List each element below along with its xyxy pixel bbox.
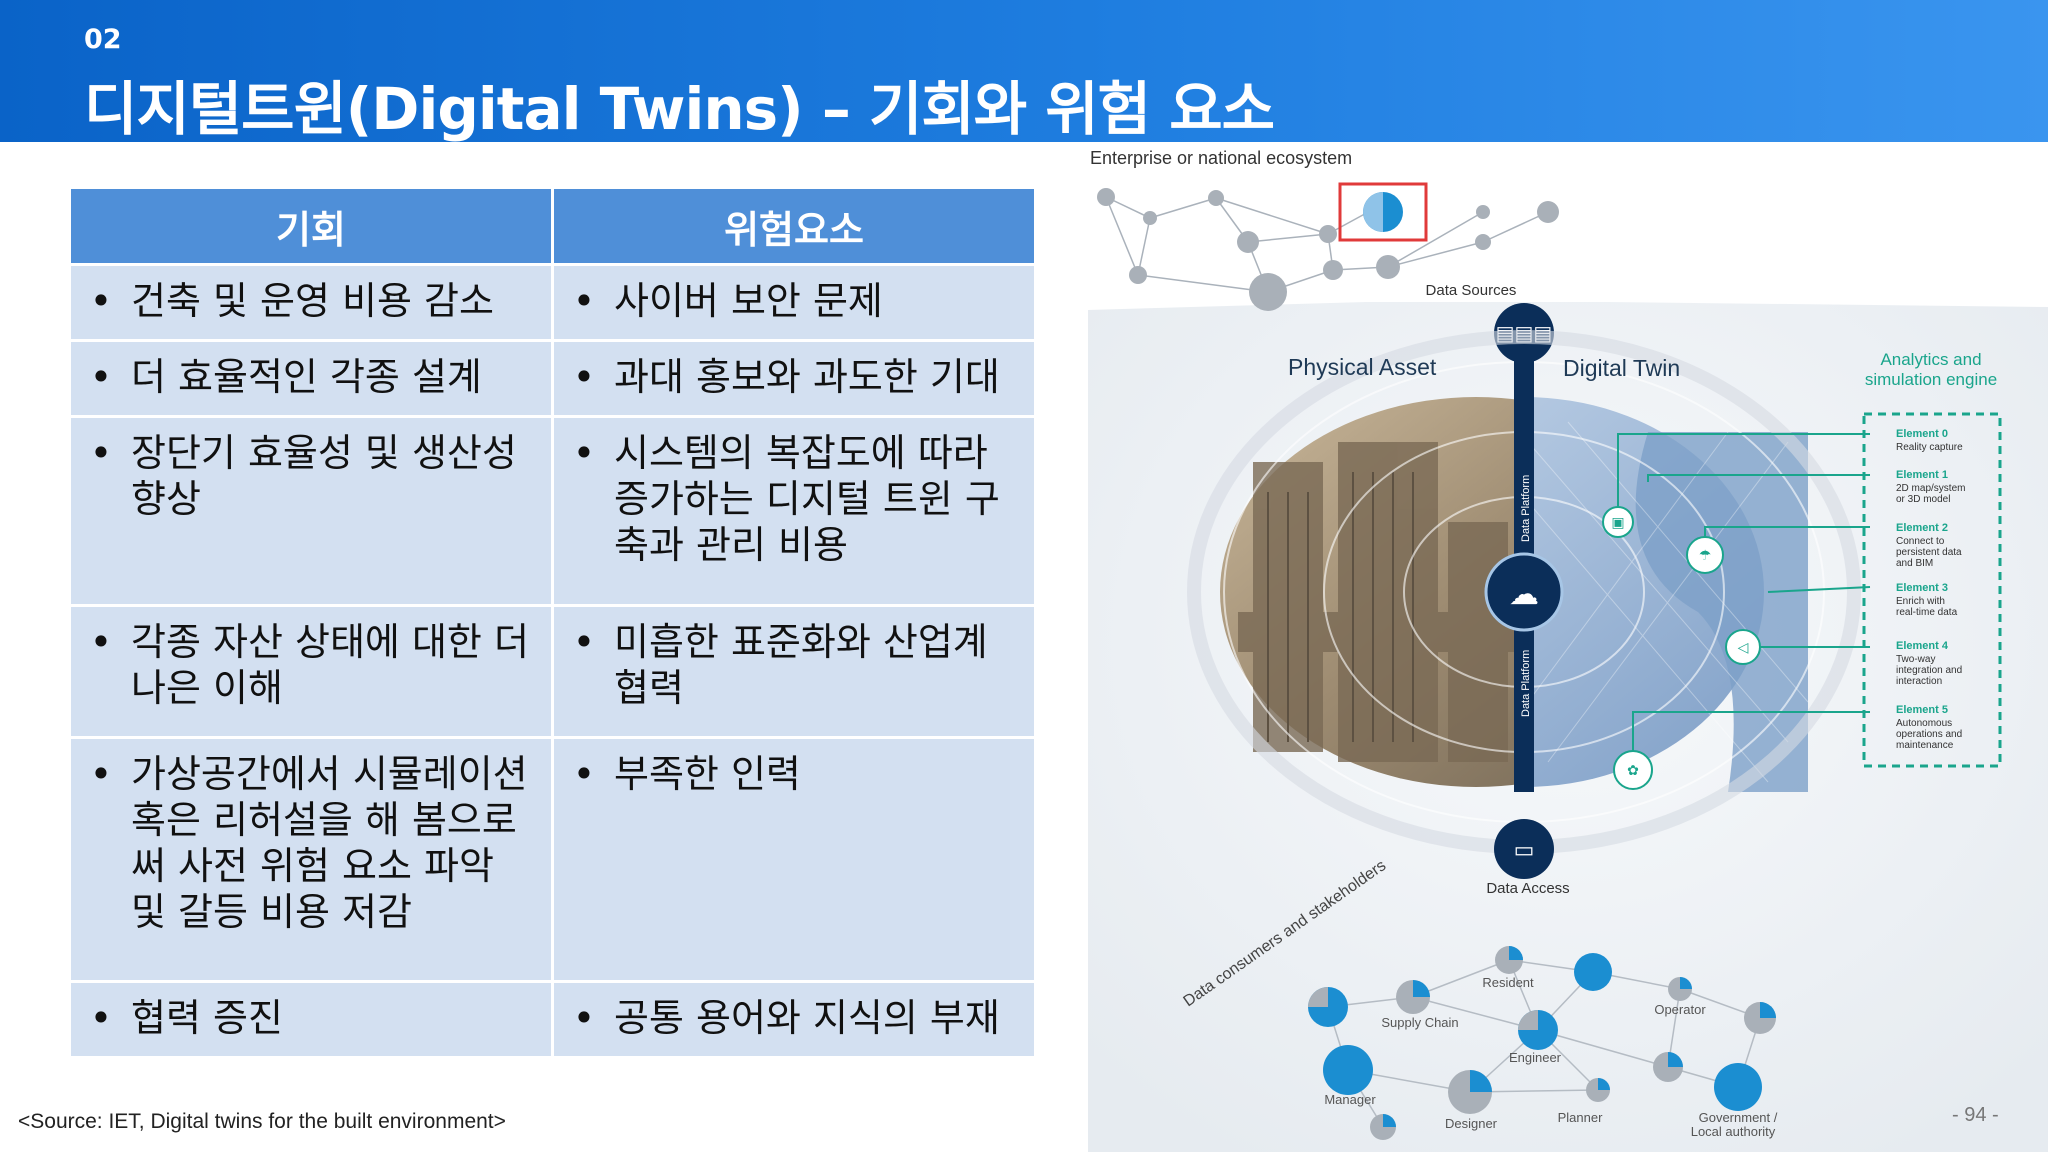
element-desc: Autonomous: [1896, 718, 1952, 729]
table-row: •각종 자산 상태에 대한 더 나은 이해 •미흡한 표준화와 산업계 협력: [68, 604, 1037, 739]
data-sources-label: Data Sources: [1426, 282, 1517, 299]
opportunity-cell: •협력 증진: [68, 980, 554, 1059]
monitor-icon: ▭: [1514, 837, 1535, 862]
highlight-box: [1338, 182, 1428, 242]
data-access-node: [1494, 819, 1554, 879]
stakeholder-label: Government /: [1699, 1110, 1778, 1125]
element-desc: 2D map/system: [1896, 483, 1965, 494]
cloud-lock-icon: ☁: [1509, 578, 1539, 611]
opportunity-cell: •더 효율적인 각종 설계: [68, 339, 554, 418]
slide-number: 02: [84, 24, 122, 55]
risk-cell: •사이버 보안 문제: [551, 263, 1037, 342]
risk-cell: •시스템의 복잡도에 따라 증가하는 디지털 트윈 구축과 관리 비용: [551, 415, 1037, 607]
opportunity-cell: •가상공간에서 시뮬레이션 혹은 리허설을 해 봄으로써 사전 위험 요소 파악…: [68, 736, 554, 983]
element-icons: [1602, 506, 1761, 790]
risk-cell: •과대 홍보와 과도한 기대: [551, 339, 1037, 418]
ecosystem-label: Enterprise or national ecosystem: [1090, 148, 1352, 168]
cell-text: 미흡한 표준화와 산업계 협력: [614, 620, 988, 710]
stakeholder-label: Resident: [1482, 975, 1534, 990]
stakeholder-label: Operator: [1654, 1002, 1706, 1017]
table-row: •장단기 효율성 및 생산성 향상 •시스템의 복잡도에 따라 증가하는 디지털…: [68, 415, 1037, 607]
physical-asset-label: Physical Asset: [1288, 354, 1437, 380]
element-name: Element 2: [1896, 522, 1948, 534]
stakeholder-label: Manager: [1324, 1092, 1376, 1107]
data-platform-label-top: Data Platform: [1520, 475, 1532, 542]
table-row: •건축 및 운영 비용 감소 •사이버 보안 문제: [68, 263, 1037, 342]
cell-text: 공통 용어와 지식의 부재: [614, 996, 1000, 1040]
element-desc: integration and: [1896, 665, 1962, 676]
cloud-node: [1484, 552, 1564, 632]
stakeholder-labels: Resident Supply Chain Operator Engineer …: [1324, 975, 1777, 1139]
risk-cell: •공통 용어와 지식의 부재: [551, 980, 1037, 1059]
element-name: Element 5: [1896, 704, 1948, 716]
page-number: - 94 -: [1952, 1104, 1999, 1126]
cell-text: 시스템의 복잡도에 따라 증가하는 디지털 트윈 구축과 관리 비용: [614, 431, 1000, 567]
element-desc: persistent data: [1896, 547, 1962, 558]
analytics-engine-box: [1862, 412, 2002, 768]
header-risk: 위험요소: [551, 186, 1037, 266]
element-name: Element 1: [1896, 469, 1948, 481]
digital-twin-label: Digital Twin: [1563, 355, 1680, 381]
cell-text: 사이버 보안 문제: [614, 279, 883, 323]
data-platform-label-bottom: Data Platform: [1520, 650, 1532, 717]
element-desc: maintenance: [1896, 740, 1954, 751]
svg-text:☂: ☂: [1699, 547, 1712, 563]
risk-cell: •미흡한 표준화와 산업계 협력: [551, 604, 1037, 739]
element-desc: real-time data: [1896, 607, 1958, 618]
digital-twin-diagram: Enterprise or national ecosystem Data So…: [1088, 142, 2048, 1152]
cell-text: 건축 및 운영 비용 감소: [131, 279, 494, 323]
title-bar: 02 디지털트윈(Digital Twins) – 기회와 위험 요소: [0, 0, 2048, 143]
element-name: Element 0: [1896, 428, 1948, 440]
cell-text: 각종 자산 상태에 대한 더 나은 이해: [131, 620, 529, 710]
element-name: Element 3: [1896, 582, 1948, 594]
svg-text:▣: ▣: [1611, 514, 1624, 530]
ecosystem-nodes: [1097, 188, 1559, 311]
stakeholder-pies: [1308, 946, 1776, 1140]
stakeholder-label: Engineer: [1509, 1050, 1562, 1065]
svg-text:✿: ✿: [1627, 762, 1639, 778]
element-name: Element 4: [1896, 640, 1949, 652]
source-citation: <Source: IET, Digital twins for the buil…: [18, 1110, 506, 1133]
cell-text: 협력 증진: [131, 996, 283, 1040]
table-header-row: 기회 위험요소: [68, 186, 1037, 266]
comparison-table: 기회 위험요소 •건축 및 운영 비용 감소 •사이버 보안 문제 •더 효율적…: [68, 186, 1037, 1059]
data-access-label: Data Access: [1486, 880, 1569, 897]
svg-text:◁: ◁: [1738, 639, 1749, 655]
cell-text: 가상공간에서 시뮬레이션 혹은 리허설을 해 봄으로써 사전 위험 요소 파악 …: [131, 752, 528, 934]
element-desc: operations and: [1896, 729, 1962, 740]
stakeholder-label: Planner: [1558, 1110, 1603, 1125]
element-desc: Reality capture: [1896, 442, 1963, 453]
stakeholder-label: Designer: [1445, 1116, 1498, 1131]
opportunity-cell: •장단기 효율성 및 생산성 향상: [68, 415, 554, 607]
element-desc: Two-way: [1896, 654, 1935, 665]
element-desc: interaction: [1896, 676, 1942, 687]
table-row: •협력 증진 •공통 용어와 지식의 부재: [68, 980, 1037, 1059]
opportunity-cell: •각종 자산 상태에 대한 더 나은 이해: [68, 604, 554, 739]
element-list: Element 0 Reality capture Element 1 2D m…: [1896, 428, 1965, 751]
element-icon-glyphs: ▣ ☂ ◁ ✿: [1611, 514, 1748, 778]
header-opportunity: 기회: [68, 186, 554, 266]
cell-text: 장단기 효율성 및 생산성 향상: [131, 431, 517, 521]
element-desc: and BIM: [1896, 558, 1933, 569]
stakeholder-label: Local authority: [1691, 1124, 1776, 1139]
element-desc: or 3D model: [1896, 494, 1950, 505]
element-leader-lines: [1617, 433, 1871, 751]
slide-title: 디지털트윈(Digital Twins) – 기회와 위험 요소: [84, 75, 1275, 143]
element-desc: Enrich with: [1896, 596, 1945, 607]
analytics-label-line1: Analytics and: [1880, 350, 1981, 369]
element-desc: Connect to: [1896, 536, 1945, 547]
cell-text: 더 효율적인 각종 설계: [131, 355, 482, 399]
cell-text: 부족한 인력: [614, 752, 801, 796]
stakeholder-label: Supply Chain: [1381, 1015, 1458, 1030]
analytics-label-line2: simulation engine: [1865, 370, 1997, 389]
table-row: •더 효율적인 각종 설계 •과대 홍보와 과도한 기대: [68, 339, 1037, 418]
table-row: •가상공간에서 시뮬레이션 혹은 리허설을 해 봄으로써 사전 위험 요소 파악…: [68, 736, 1037, 983]
risk-cell: •부족한 인력: [551, 736, 1037, 983]
cell-text: 과대 홍보와 과도한 기대: [614, 355, 1000, 399]
opportunity-cell: •건축 및 운영 비용 감소: [68, 263, 554, 342]
ecosystem-pie-slice: [1363, 192, 1383, 232]
